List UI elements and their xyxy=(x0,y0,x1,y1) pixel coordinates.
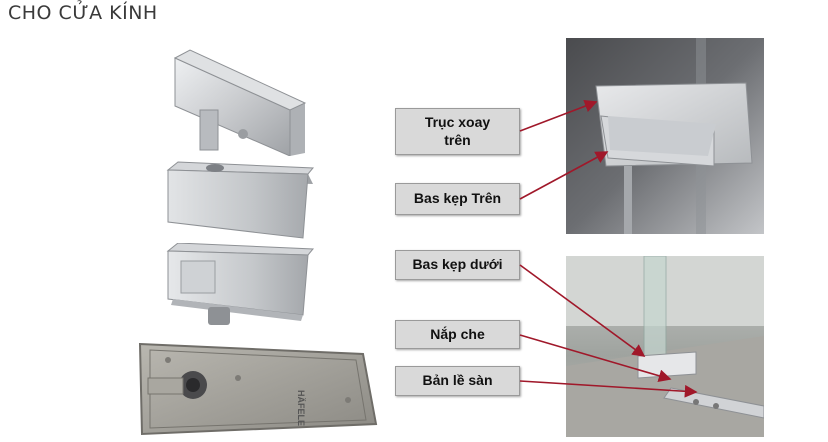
floor-hinge-brand-text: HÄFELE xyxy=(296,390,306,426)
bottom-installation-photo xyxy=(566,256,764,437)
label-bottom-clamp: Bas kẹp dưới xyxy=(395,250,520,280)
label-top-pivot: Trục xoay trên xyxy=(395,108,520,155)
label-top-clamp: Bas kẹp Trên xyxy=(395,183,520,215)
top-clamp-product-image xyxy=(163,160,318,240)
label-cover: Nắp che xyxy=(395,320,520,349)
bottom-clamp-product-image xyxy=(163,242,318,328)
top-installation-photo xyxy=(566,38,764,234)
top-pivot-product-image xyxy=(165,48,315,157)
floor-hinge-product-image: HÄFELE xyxy=(138,340,378,437)
page-title: CHO CỬA KÍNH xyxy=(8,2,158,24)
label-floor-hinge: Bản lề sàn xyxy=(395,366,520,396)
